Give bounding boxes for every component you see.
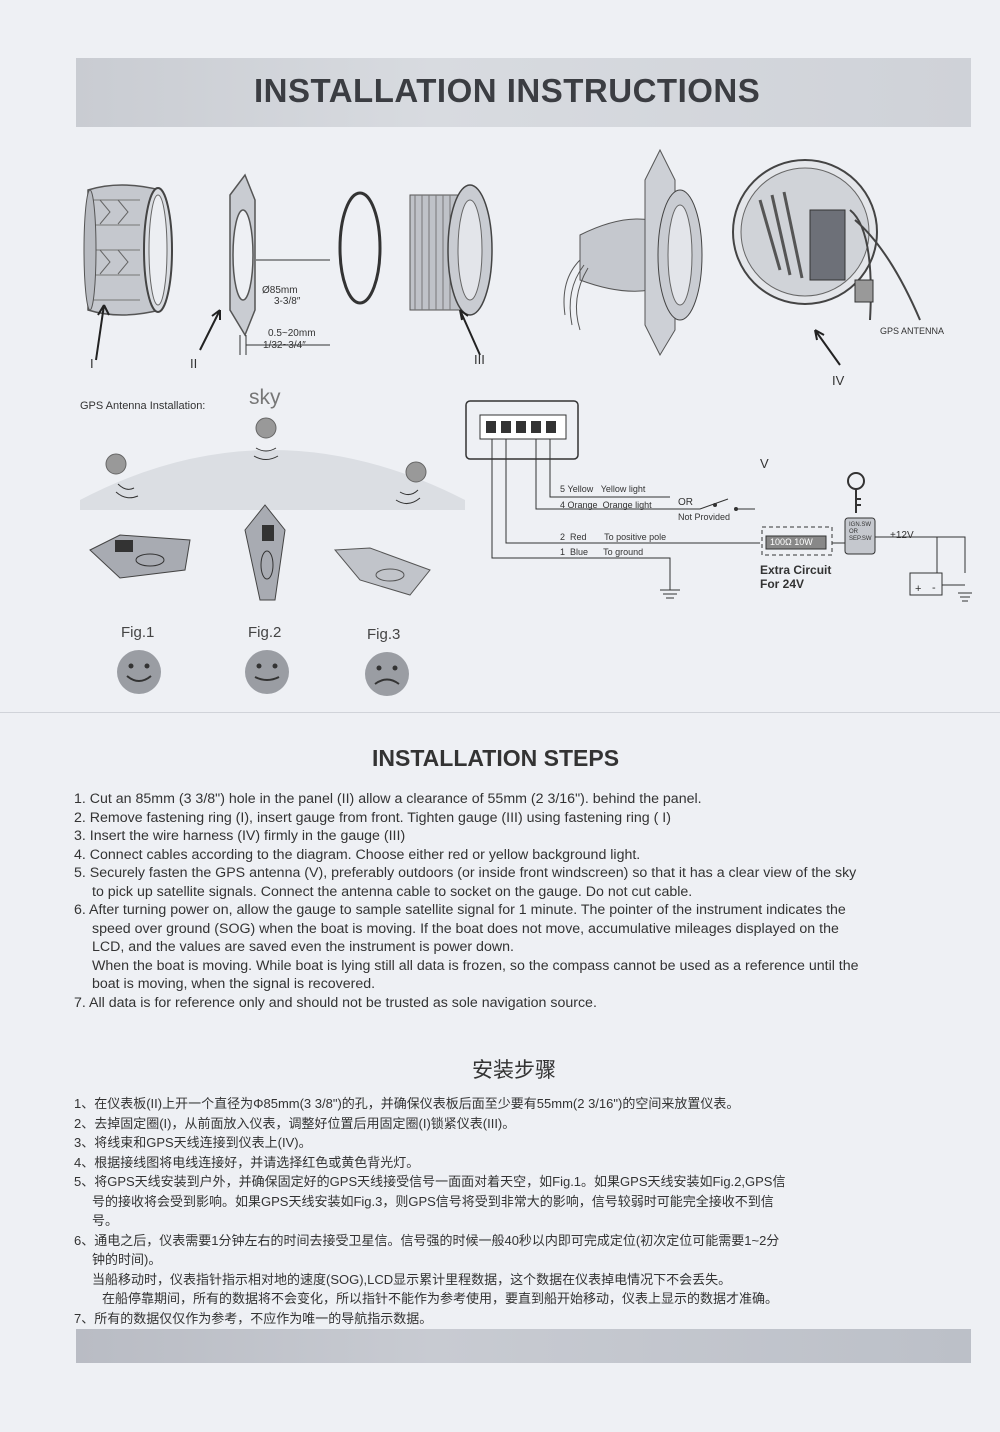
ign-line: SEP.SW xyxy=(849,536,872,542)
wire-color: Red xyxy=(570,532,587,542)
fig3-label: Fig.3 xyxy=(367,626,401,643)
steps-list: 1. Cut an 85mm (3 3/8") hole in the pane… xyxy=(74,790,859,1012)
thickness-mm-label: 0.5~20mm xyxy=(268,328,316,339)
page-title: INSTALLATION INSTRUCTIONS xyxy=(254,72,761,109)
o-ring-part xyxy=(338,191,382,305)
ign-line: IGN.SW xyxy=(849,522,871,528)
footer-banner xyxy=(76,1329,971,1363)
step-line: When the boat is moving. While boat is l… xyxy=(92,957,859,974)
gauge-body-part xyxy=(409,184,493,316)
step-zh-line: 4、根据接线图将电线连接好，并请选择红色或黄色背光灯。 xyxy=(74,1154,420,1170)
sad-face-icon xyxy=(365,652,409,696)
fig1-label: Fig.1 xyxy=(121,624,155,641)
wire-number: 1 xyxy=(560,547,566,557)
or-label: OR xyxy=(678,497,693,508)
step-zh-line: 当船移动时，仪表指针指示相对地的速度(SOG),LCD显示累计里程数据，这个数据… xyxy=(92,1271,732,1287)
gps-antenna-label: GPS ANTENNA xyxy=(880,326,944,336)
wire-color: Yellow xyxy=(567,484,594,494)
step-line: 3. Insert the wire harness (IV) firmly i… xyxy=(74,828,406,844)
wiring-diagram xyxy=(465,400,972,602)
step-line: 5. Securely fasten the GPS antenna (V), … xyxy=(74,865,857,881)
step-line: 2. Remove fastening ring (I), insert gau… xyxy=(74,809,671,826)
step-line: boat is moving, when the signal is recov… xyxy=(92,976,376,992)
step-zh-line: 3、将线束和GPS天线连接到仪表上(IV)。 xyxy=(74,1135,312,1150)
wire-number: 2 xyxy=(560,532,566,542)
wire-5-label: 5 Yellow Yellow light xyxy=(560,484,645,494)
fig2-label: Fig.2 xyxy=(248,624,282,641)
wire-desc: To positive pole xyxy=(604,532,667,542)
step-zh-line: 钟的时间)。 xyxy=(92,1252,162,1267)
step-line: 6. After turning power on, allow the gau… xyxy=(74,902,846,918)
part-label-ii: II xyxy=(190,356,198,371)
assembled-gauge xyxy=(563,148,703,357)
wire-desc: To ground xyxy=(603,547,644,557)
step-line: 7. All data is for reference only and sh… xyxy=(74,994,597,1011)
step-zh-line: 6、通电之后，仪表需要1分钟左右的时间去接受卫星信。信号强的时候一般40秒以内即… xyxy=(74,1232,780,1248)
not-provided-label: Not Provided xyxy=(678,512,731,522)
steps-zh-title: 安装步骤 xyxy=(472,1059,556,1082)
for-24v-label: For 24V xyxy=(760,577,805,591)
step-zh-line: 号。 xyxy=(92,1213,119,1228)
step-zh-line: 在船停靠期间，所有的数据将不会变化，所以指针不能作为参考使用，要直到船开始移动，… xyxy=(102,1291,779,1306)
neutral-face-icon xyxy=(245,650,289,694)
wire-color: Blue xyxy=(570,547,589,557)
step-zh-line: 7、所有的数据仅仅作为参考，不应作为唯一的导航指示数据。 xyxy=(74,1310,433,1326)
wire-number: 4 xyxy=(560,500,566,510)
wire-desc: Orange light xyxy=(602,500,652,510)
wire-number: 5 xyxy=(560,484,566,494)
steps-title: INSTALLATION STEPS xyxy=(372,745,620,771)
ign-line: OR xyxy=(849,529,858,535)
diameter-in-label: 3-3/8″ xyxy=(274,296,301,307)
wire-color: Orange xyxy=(567,500,598,510)
step-zh-line: 1、在仪表板(II)上开一个直径为Φ85mm(3 3/8")的孔，并确保仪表板后… xyxy=(74,1096,740,1111)
sky-label: sky xyxy=(249,386,281,409)
step-line: to pick up satellite signals. Connect th… xyxy=(92,883,693,900)
extra-circuit-label: Extra Circuit xyxy=(760,563,832,577)
gps-antenna-figures xyxy=(80,417,465,601)
wire-4-label: 4 Orange Orange light xyxy=(560,500,652,510)
smiley-faces xyxy=(117,650,409,696)
part-label-iii: III xyxy=(474,352,485,367)
part-label-iv: IV xyxy=(832,373,845,388)
step-line: 1. Cut an 85mm (3 3/8") hole in the pane… xyxy=(74,791,702,807)
step-line: 4. Connect cables according to the diagr… xyxy=(74,846,641,863)
battery-plus: + xyxy=(915,583,922,595)
part-label-i: I xyxy=(90,356,94,371)
resistor-label: 100Ω 10W xyxy=(770,537,813,547)
antenna-v-label: V xyxy=(760,456,769,471)
fastening-ring-part xyxy=(83,184,173,316)
happy-face-icon xyxy=(117,650,161,694)
step-zh-line: 号的接收将会受到影响。如果GPS天线安装如Fig.3，则GPS信号将受到非常大的… xyxy=(92,1193,774,1209)
diameter-mm-label: Ø85mm xyxy=(262,285,298,296)
wire-1-label: 1 Blue To ground xyxy=(560,547,643,557)
wire-desc: Yellow light xyxy=(600,484,646,494)
parts-illustration: Ø85mm 3-3/8″ 0.5~20mm 1/32~3/4″ GPS ANTE… xyxy=(83,148,944,366)
title-banner: INSTALLATION INSTRUCTIONS xyxy=(76,58,971,127)
fold-line xyxy=(0,712,1000,713)
ignition-switch-label: IGN.SW OR SEP.SW xyxy=(849,522,872,543)
step-zh-line: 5、将GPS天线安装到户外，并确保固定好的GPS天线接受信号一面面对着天空，如F… xyxy=(74,1174,786,1189)
wire-2-label: 2 Red To positive pole xyxy=(560,532,666,542)
step-zh-line: 2、去掉固定圈(I)，从前面放入仪表，调整好位置后用固定圈(I)锁紧仪表(III… xyxy=(74,1115,516,1131)
panel-part xyxy=(229,173,330,355)
wire-harness-detail xyxy=(732,159,921,321)
plus-12v-label: +12V xyxy=(890,530,914,541)
gps-install-title: GPS Antenna Installation: xyxy=(80,400,206,412)
step-line: LCD, and the values are saved even the i… xyxy=(92,939,514,955)
battery-minus: - xyxy=(932,582,936,594)
steps-zh-list: 1、在仪表板(II)上开一个直径为Φ85mm(3 3/8")的孔，并确保仪表板后… xyxy=(74,1094,785,1328)
step-line: speed over ground (SOG) when the boat is… xyxy=(92,920,839,937)
thickness-in-label: 1/32~3/4″ xyxy=(263,340,306,351)
